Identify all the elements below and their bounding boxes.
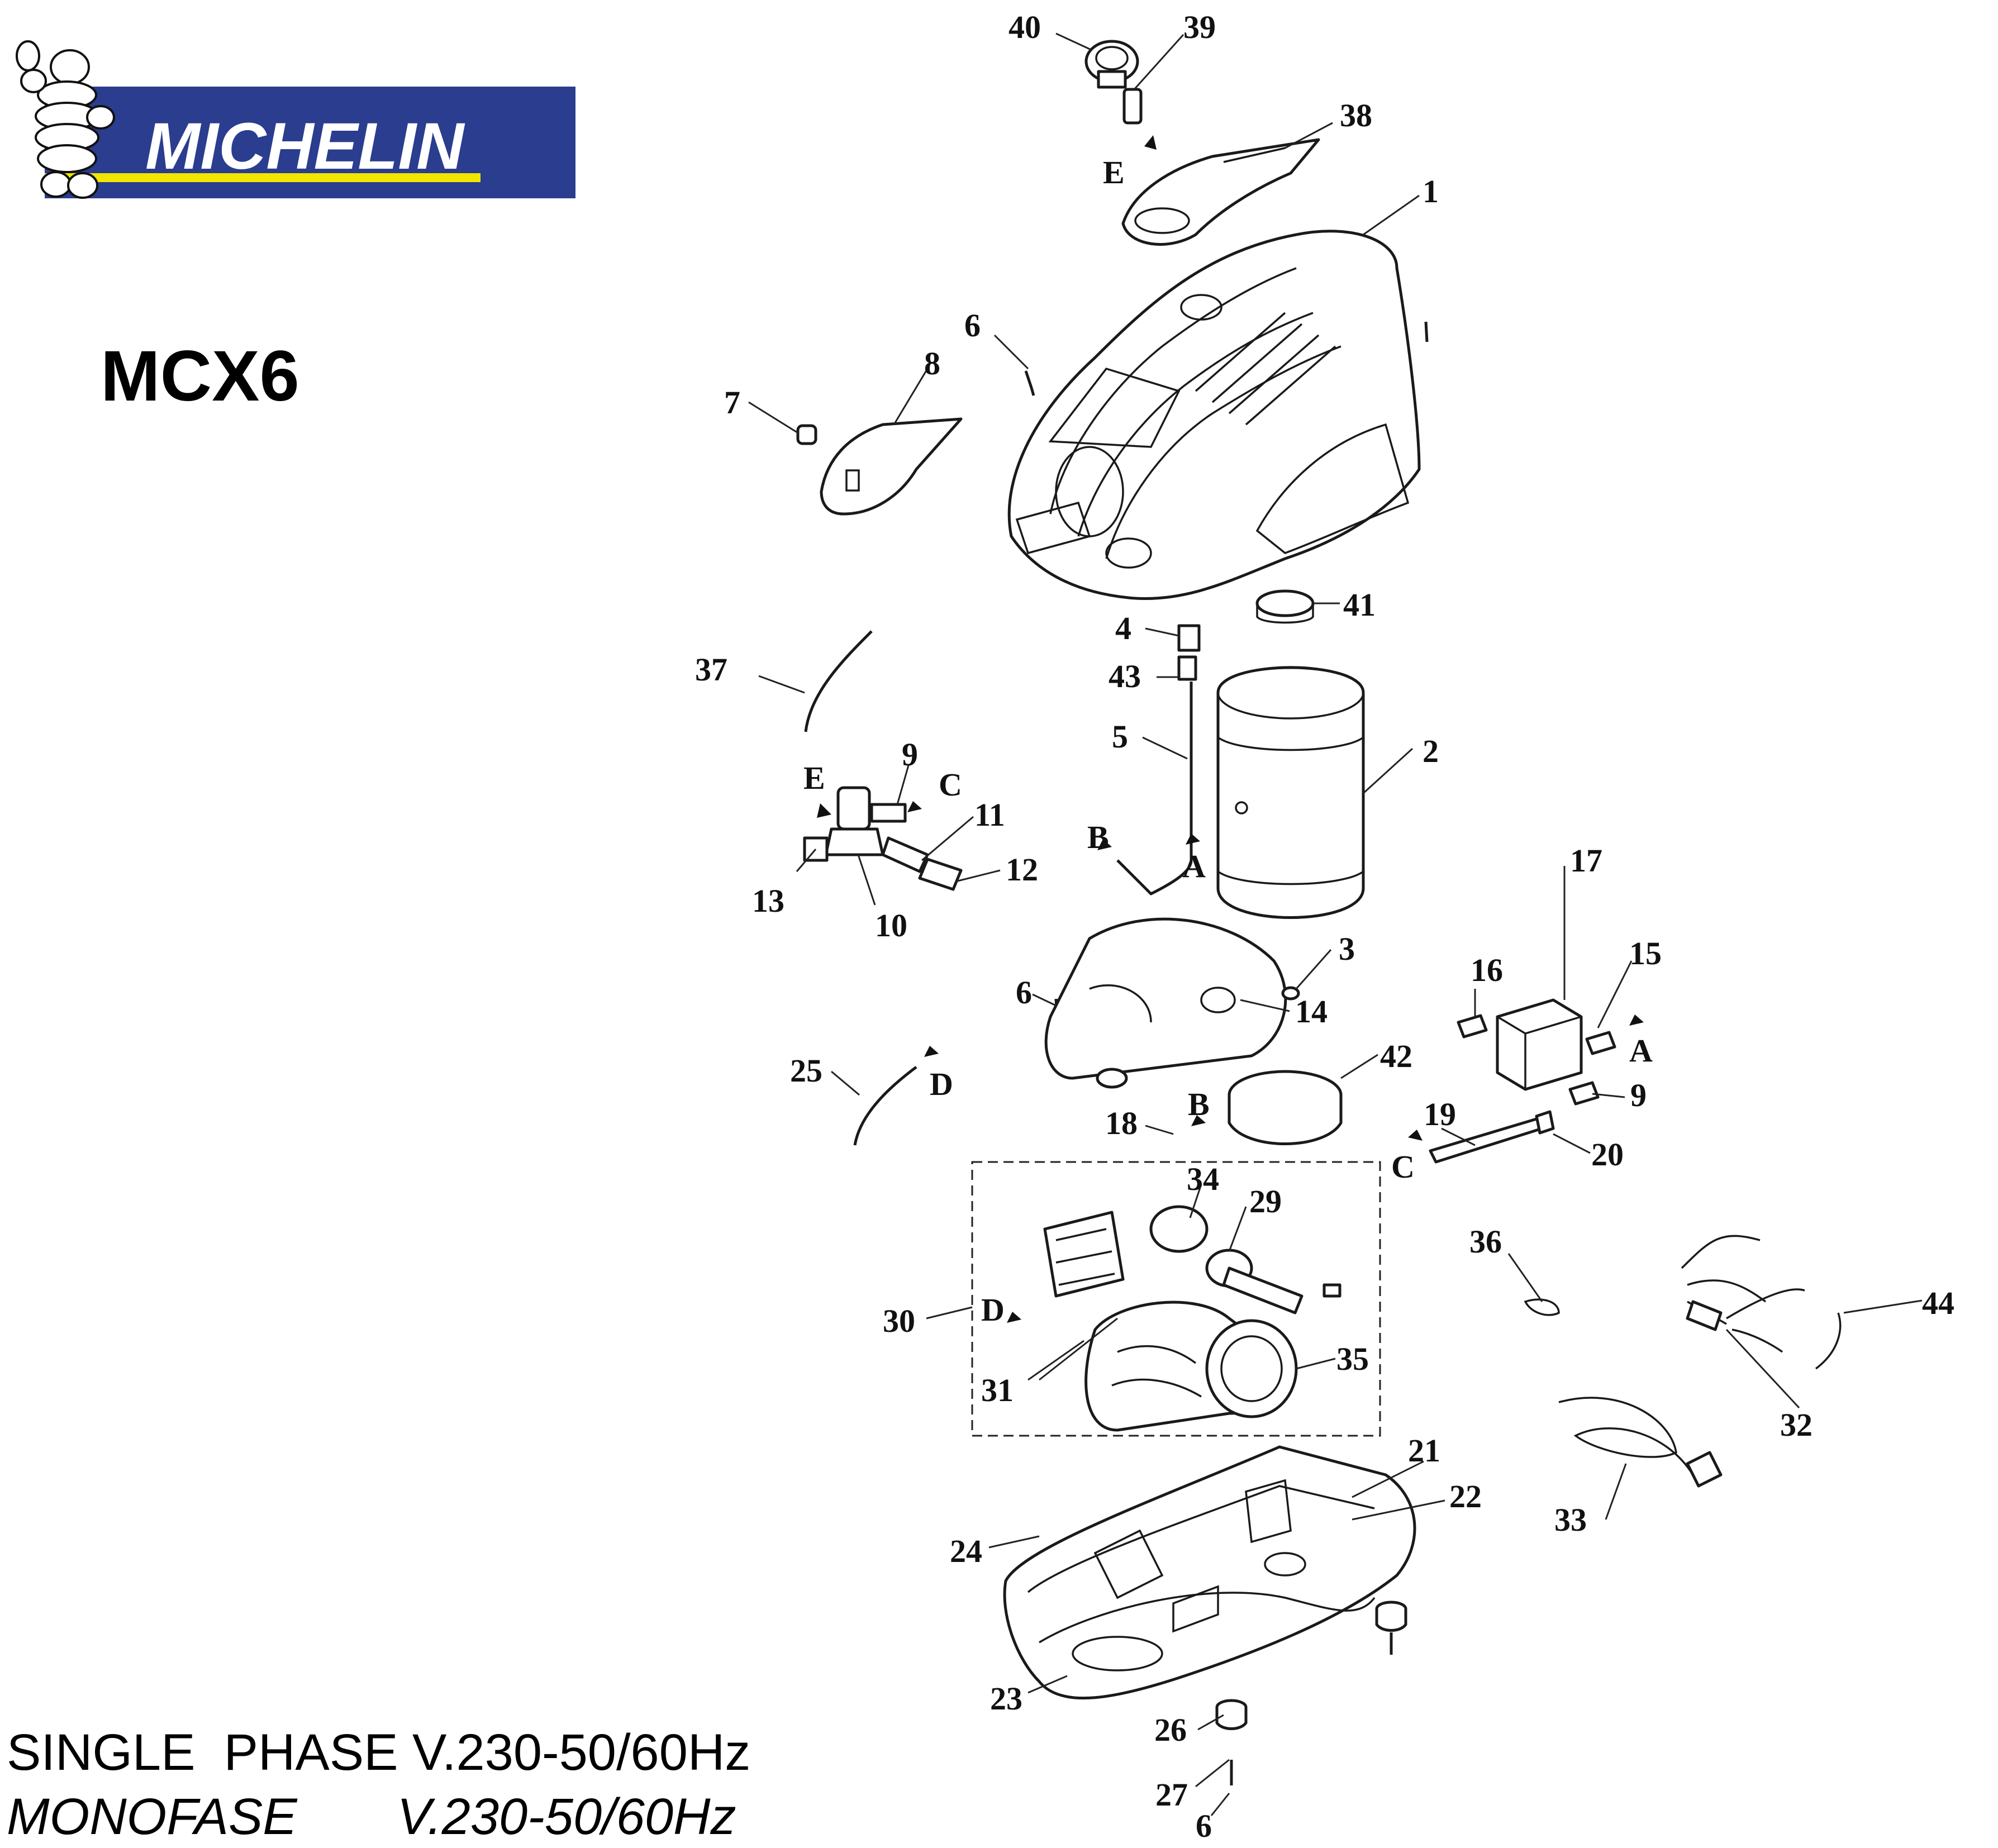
filter-42	[1228, 1070, 1343, 1145]
callout-26: 26	[1154, 1712, 1187, 1748]
motor-cover	[1044, 917, 1300, 1089]
callout-43: 43	[1109, 658, 1141, 694]
callout-6-mid: 6	[1016, 974, 1032, 1011]
callout-19: 19	[1424, 1096, 1456, 1132]
bibendum-mascot-icon	[16, 40, 115, 199]
callout-42: 42	[1380, 1038, 1412, 1074]
callout-36: 36	[1469, 1223, 1502, 1260]
callout-9-right: 9	[1630, 1077, 1647, 1113]
callout-12: 12	[1006, 851, 1038, 888]
pump-motor	[1043, 1205, 1341, 1432]
pump-assembly-boundary	[971, 1161, 1381, 1437]
callout-23: 23	[990, 1680, 1022, 1717]
hose-25	[853, 1066, 917, 1146]
callout-41: 41	[1343, 587, 1376, 623]
front-panel	[796, 417, 963, 516]
callout-18: 18	[1105, 1105, 1138, 1141]
callout-25: 25	[790, 1052, 822, 1089]
wire-44	[1815, 1312, 1842, 1370]
callout-17: 17	[1570, 842, 1602, 879]
connector-c-regulator: C	[939, 766, 962, 803]
callout-6-top: 6	[964, 307, 981, 344]
spec-line-english: SINGLE PHASE V.230-50/60Hz	[7, 1724, 751, 1781]
tank-elbow-fitting	[1116, 624, 1201, 896]
base-shell	[1003, 1445, 1416, 1700]
flow-arrows	[817, 135, 1644, 1323]
callout-8: 8	[924, 345, 940, 382]
callout-13: 13	[752, 883, 784, 919]
connector-b-tank: B	[1087, 819, 1109, 855]
connector-e-regulator: E	[803, 760, 825, 796]
callout-44: 44	[1922, 1285, 1954, 1321]
connector-d-hose: D	[930, 1066, 953, 1102]
callout-33: 33	[1554, 1502, 1587, 1538]
wire-36	[1524, 1298, 1560, 1316]
callout-21: 21	[1408, 1432, 1440, 1469]
spec-line-italian: MONOFASE V.230-50/60Hz	[7, 1788, 736, 1845]
callout-11: 11	[974, 797, 1005, 833]
callout-9-left: 9	[902, 736, 918, 773]
callout-5: 5	[1112, 718, 1128, 755]
callout-37: 37	[695, 651, 727, 688]
top-cover-nameplate	[1121, 138, 1320, 246]
callout-20: 20	[1591, 1136, 1624, 1173]
connector-d-pump: D	[981, 1292, 1005, 1328]
callout-34: 34	[1187, 1161, 1219, 1197]
callout-30: 30	[883, 1303, 915, 1339]
connector-a-switch: A	[1629, 1032, 1653, 1069]
callout-3: 3	[1339, 931, 1355, 967]
callout-22: 22	[1449, 1478, 1482, 1514]
callout-24: 24	[950, 1533, 982, 1569]
top-cover-shell	[1007, 230, 1421, 601]
pressure-gauge	[1084, 40, 1139, 89]
callout-14: 14	[1295, 993, 1328, 1030]
callout-7: 7	[724, 384, 740, 421]
callout-2: 2	[1423, 733, 1439, 769]
tank-foot-pad	[1255, 589, 1315, 624]
callout-29: 29	[1249, 1183, 1282, 1220]
callout-40: 40	[1008, 9, 1041, 45]
gauge-fitting	[1122, 88, 1143, 125]
callout-32: 32	[1780, 1407, 1813, 1443]
callout-10: 10	[875, 907, 907, 944]
hose-37	[804, 630, 873, 732]
callout-4: 4	[1115, 610, 1131, 646]
power-cord-33	[1558, 1397, 1723, 1488]
callout-39: 39	[1183, 9, 1216, 45]
connector-c-switch: C	[1391, 1149, 1415, 1185]
callout-1: 1	[1423, 173, 1439, 209]
connector-e-top: E	[1103, 154, 1125, 190]
connector-b-pump: B	[1188, 1086, 1210, 1122]
callout-16: 16	[1471, 952, 1503, 988]
michelin-logo: MICHELIN	[16, 40, 575, 199]
callout-35: 35	[1336, 1341, 1369, 1377]
leader-lines	[748, 32, 1923, 1816]
callout-31: 31	[981, 1372, 1014, 1408]
brand-wordmark: MICHELIN	[145, 109, 465, 183]
callout-6-bottom: 6	[1196, 1808, 1212, 1844]
callout-38: 38	[1340, 97, 1372, 134]
connector-letters: E E C B A A D B C D	[803, 154, 1653, 1328]
rubber-feet	[1215, 1601, 1407, 1730]
callout-15: 15	[1629, 935, 1662, 971]
callout-27: 27	[1155, 1776, 1188, 1813]
pressure-regulator	[803, 786, 963, 891]
wiring-harness-32	[1681, 1235, 1805, 1353]
model-name: MCX6	[101, 336, 299, 416]
pressure-switch	[1429, 998, 1616, 1164]
part-callouts: 40 39 38 1 6 8 7 41 4 43 5 2 37 9 11 12 …	[695, 9, 1954, 1844]
air-tank	[1216, 666, 1365, 919]
connector-a-tank: A	[1182, 848, 1206, 884]
